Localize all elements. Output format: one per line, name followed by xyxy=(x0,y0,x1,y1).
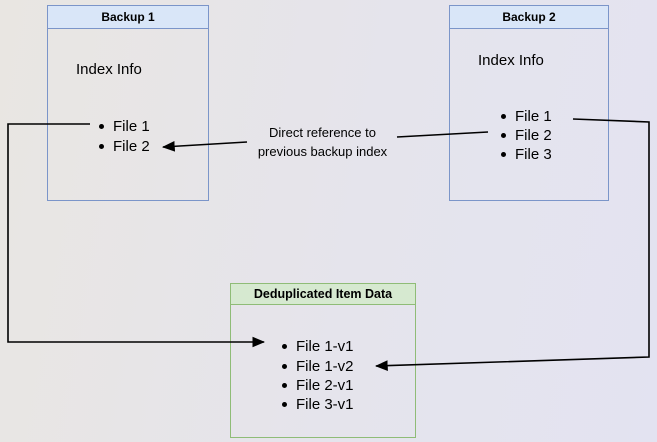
file-label: File 1 xyxy=(515,108,552,125)
file-label: File 1-v1 xyxy=(296,338,354,356)
list-item: File 1 xyxy=(501,107,552,126)
list-item: File 3-v1 xyxy=(282,395,354,414)
bullet-dot-icon xyxy=(282,402,287,408)
file-label: File 2 xyxy=(515,127,552,144)
bullet-dot-icon xyxy=(501,152,506,157)
list-item: File 1-v2 xyxy=(282,356,354,375)
bullet-dot-icon xyxy=(501,114,506,119)
bullet-dot-icon xyxy=(282,382,287,388)
backup1-node: Backup 1 Index Info File 1 File 2 xyxy=(47,5,209,201)
backup2-title: Backup 2 xyxy=(450,6,608,29)
dedup-file-list: File 1-v1 File 1-v2 File 2-v1 File 3-v1 xyxy=(282,337,354,415)
file-label: File 3 xyxy=(515,146,552,163)
file-label: File 1-v2 xyxy=(296,357,354,375)
file-label: File 3-v1 xyxy=(296,396,354,414)
backup2-node: Backup 2 Index Info File 1 File 2 File 3 xyxy=(449,5,609,201)
file-label: File 1 xyxy=(113,117,150,135)
deduplicated-item-data-node: Deduplicated Item Data File 1-v1 File 1-… xyxy=(230,283,416,438)
edge-label-line1: Direct reference to xyxy=(269,125,376,140)
backup1-title: Backup 1 xyxy=(48,6,208,29)
backup2-index-info-label: Index Info xyxy=(478,52,544,69)
bullet-dot-icon xyxy=(99,143,104,149)
file-label: File 2 xyxy=(113,137,150,155)
backup1-index-info-label: Index Info xyxy=(76,61,142,78)
backup1-file-list: File 1 File 2 xyxy=(99,116,150,156)
edge-label-line2: previous backup index xyxy=(257,144,388,159)
bullet-dot-icon xyxy=(501,133,506,138)
backup2-file-list: File 1 File 2 File 3 xyxy=(501,107,552,164)
list-item: File 2 xyxy=(99,136,150,156)
bullet-dot-icon xyxy=(282,344,287,350)
file-label: File 2-v1 xyxy=(296,376,354,394)
edge-label-direct-reference: Direct reference to previous backup inde… xyxy=(230,123,415,161)
list-item: File 3 xyxy=(501,145,552,164)
bullet-dot-icon xyxy=(282,363,287,369)
dedup-title: Deduplicated Item Data xyxy=(231,284,415,305)
bullet-dot-icon xyxy=(99,123,104,129)
list-item: File 1 xyxy=(99,116,150,136)
list-item: File 2 xyxy=(501,126,552,145)
list-item: File 1-v1 xyxy=(282,337,354,356)
list-item: File 2-v1 xyxy=(282,376,354,395)
